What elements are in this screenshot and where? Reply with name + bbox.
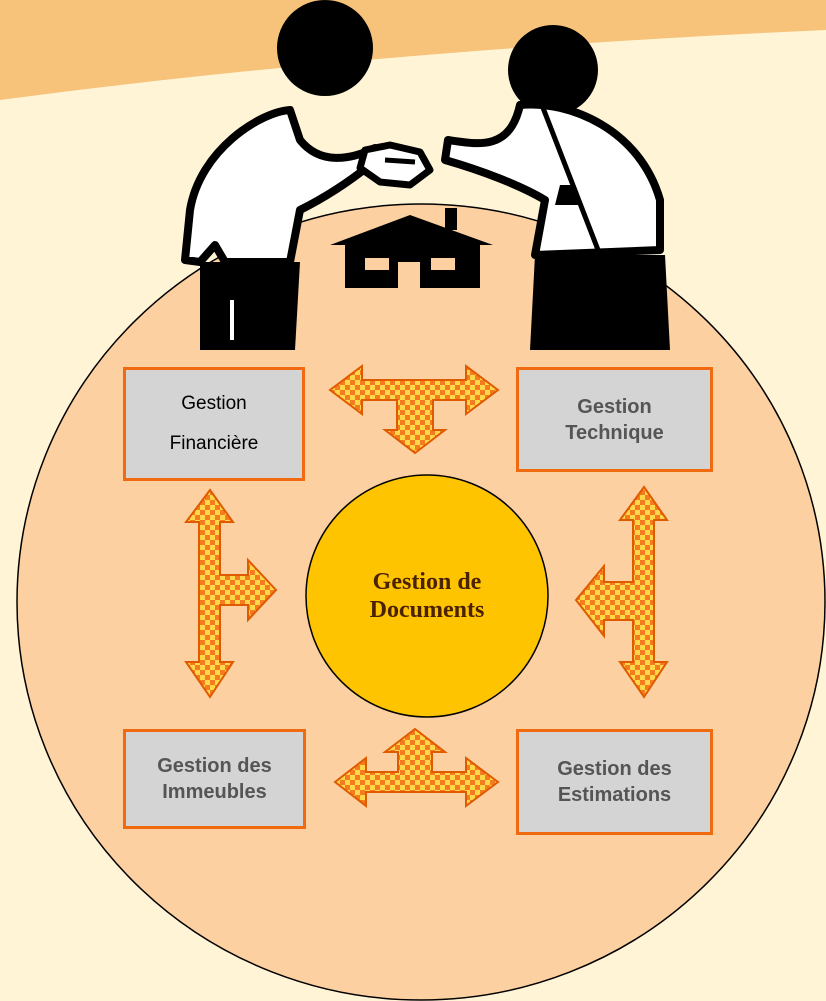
arrow-icon xyxy=(333,727,500,809)
box-label-line2: Estimations xyxy=(557,784,672,806)
center-label: Gestion de Documents xyxy=(306,475,548,717)
box-label-line1: Gestion xyxy=(577,395,652,418)
center-label-line1: Gestion de xyxy=(372,569,482,595)
box-gestion-estimations: Gestion des Estimations xyxy=(516,729,713,835)
box-gestion-financiere: Gestion Financière xyxy=(123,367,305,481)
header-band xyxy=(0,0,826,100)
arrow-icon xyxy=(184,488,278,699)
box-gestion-immeubles: Gestion des Immeubles xyxy=(123,729,306,829)
box-label-line1: Gestion xyxy=(181,393,247,414)
arrow-icon xyxy=(574,485,669,699)
box-label-line2: Technique xyxy=(565,421,664,444)
center-circle xyxy=(305,474,549,718)
box-label-line2: Immeubles xyxy=(162,781,267,803)
box-label-line2: Financière xyxy=(169,433,259,454)
arrow-icon xyxy=(328,364,500,455)
handshake-people-icon xyxy=(181,0,670,350)
box-gestion-technique: Gestion Technique xyxy=(516,367,713,472)
center-label-line2: Documents xyxy=(369,597,485,623)
box-label-line1: Gestion des xyxy=(157,755,272,777)
box-label-line1: Gestion des xyxy=(557,758,672,780)
house-icon xyxy=(330,208,493,288)
